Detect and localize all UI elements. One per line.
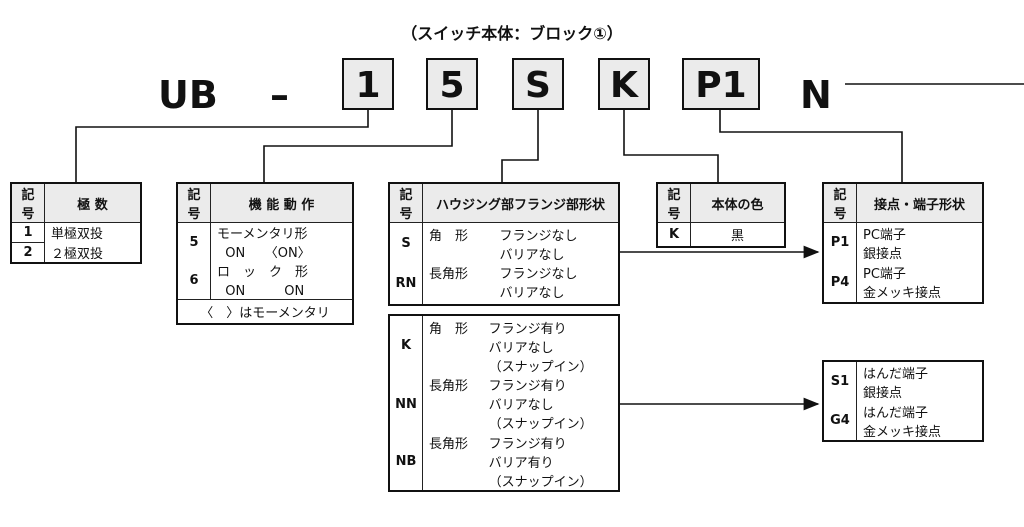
page-title: （スイッチ本体：ブロック①）: [401, 24, 623, 43]
model-suffix: N: [800, 73, 832, 117]
terminal-header-desc: 接点・端子形状: [856, 182, 984, 223]
color-desc: 黒: [690, 222, 786, 247]
color-header-sym: 記号: [656, 182, 691, 223]
poles-header-desc: 極 数: [44, 182, 142, 223]
housing-flange: フランジ有り バリアなし （スナップイン）: [488, 379, 593, 432]
poles-desc: 単極双投: [44, 222, 142, 243]
housing-shape: 角 形: [429, 322, 469, 337]
housing-shape: 長角形: [429, 437, 469, 452]
housing-flange: フランジなし バリアなし: [499, 229, 578, 263]
action-sym: 5: [176, 222, 211, 261]
poles-desc: ２極双投: [44, 242, 142, 263]
terminal-table: 記号 接点・端子形状 P1 PC端子 銀接点 P4 PC端子 金メッキ接点: [822, 182, 984, 304]
poles-sym: 1: [10, 222, 45, 243]
code-box-housing: S: [512, 58, 564, 110]
terminal-solder-table: S1 はんだ端子 銀接点 G4 はんだ端子 金メッキ接点: [822, 360, 984, 442]
housing-header-sym: 記号: [388, 182, 423, 223]
action-note: 〈 〉はモーメンタリ: [176, 299, 354, 324]
terminal-desc: PC端子 金メッキ接点: [856, 262, 984, 303]
color-header-desc: 本体の色: [690, 182, 786, 223]
action-desc: ロ ッ ク 形 ON ON: [210, 261, 354, 300]
code-box-color: K: [598, 58, 650, 110]
terminal-sym: P4: [822, 262, 857, 303]
action-header-sym: 記号: [176, 182, 211, 223]
housing-sym: NB: [388, 433, 423, 492]
housing-flange: フランジ有り バリア有り （スナップイン）: [488, 437, 593, 490]
terminal-desc: はんだ端子 銀接点: [856, 360, 984, 401]
housing-table: 記号 ハウジング部フランジ部形状 S 角 形 フランジなし バリアなし RN 長…: [388, 182, 620, 306]
housing-header-desc: ハウジング部フランジ部形状: [422, 182, 620, 223]
poles-table: 記号 極 数 1 単極双投 2 ２極双投: [10, 182, 142, 264]
housing-flange: フランジなし バリアなし: [499, 267, 578, 301]
terminal-desc: はんだ端子 金メッキ接点: [856, 401, 984, 442]
housing-shape: 角 形: [429, 229, 469, 244]
housing-sym: S: [388, 222, 423, 263]
terminal-desc: PC端子 銀接点: [856, 222, 984, 263]
color-table: 記号 本体の色 K 黒: [656, 182, 786, 248]
terminal-header-sym: 記号: [822, 182, 857, 223]
poles-sym: 2: [10, 242, 45, 263]
housing-snapin-table: K 角 形 フランジ有り バリアなし （スナップイン） NN 長角形 フランジ有…: [388, 314, 620, 492]
housing-sym: NN: [388, 375, 423, 433]
model-prefix: UB: [158, 73, 218, 117]
action-header-desc: 機 能 動 作: [210, 182, 354, 223]
code-box-poles: 1: [342, 58, 394, 110]
housing-shape: 長角形: [429, 379, 469, 394]
code-box-action: 5: [426, 58, 478, 110]
action-sym: 6: [176, 261, 211, 300]
code-box-terminal: P1: [682, 58, 760, 110]
color-sym: K: [656, 222, 691, 247]
housing-sym: RN: [388, 263, 423, 306]
poles-header-sym: 記号: [10, 182, 45, 223]
housing-sym: K: [388, 314, 423, 375]
action-desc: モーメンタリ形 ON 〈ON〉: [210, 222, 354, 261]
housing-shape: 長角形: [429, 267, 469, 282]
housing-flange: フランジ有り バリアなし （スナップイン）: [488, 322, 593, 375]
model-dash: –: [270, 73, 289, 117]
terminal-sym: P1: [822, 222, 857, 263]
action-table: 記号 機 能 動 作 5 モーメンタリ形 ON 〈ON〉 6 ロ ッ ク 形 O…: [176, 182, 354, 325]
terminal-sym: G4: [822, 401, 857, 442]
terminal-sym: S1: [822, 360, 857, 401]
